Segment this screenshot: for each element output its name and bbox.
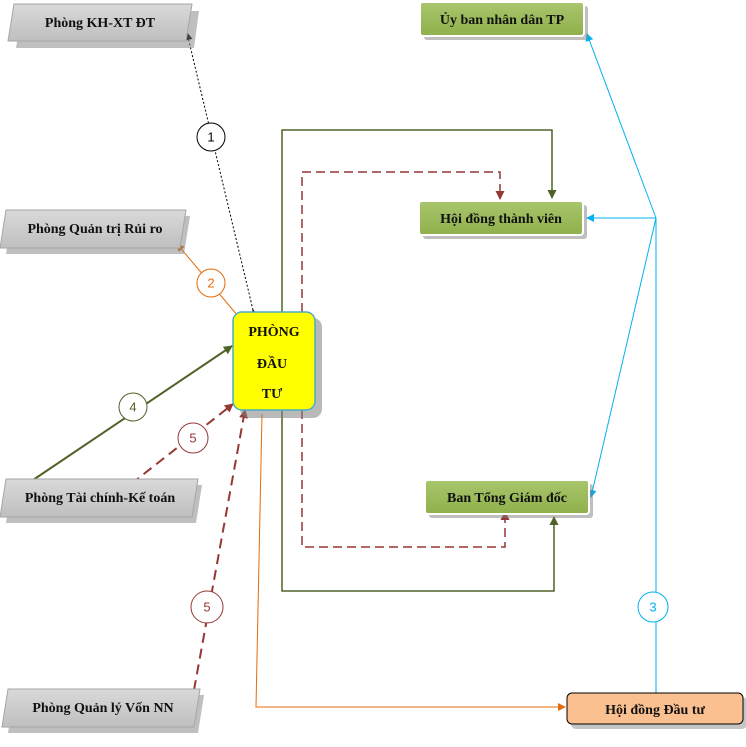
node-phong-dau-tu-line-3: TƯ [262,387,283,402]
node-phong-quan-tri-rui-ro[interactable]: Phòng Quản trị Rủi ro [0,209,190,254]
node-hoi-dong-thanh-vien[interactable]: Hội đồng thành viên [418,200,587,239]
node-phong-tai-chinh-ke-toan[interactable]: Phòng Tài chính-Kế toán [0,478,202,523]
node-uy-ban-nhan-dan-tp[interactable]: Ủy ban nhân dân TP [419,1,588,40]
node-uy-ban-nhan-dan-tp-label: Ủy ban nhân dân TP [440,11,565,28]
node-hoi-dong-dau-tu-label: Hội đồng Đầu tư [605,703,705,718]
flow-number-4: 4 [118,392,148,422]
flow-number-3-label: 3 [649,600,656,615]
node-phong-quan-ly-von-nn[interactable]: Phòng Quản lý Vốn NN [1,688,204,733]
flow-number-2: 2 [196,268,226,298]
flow-number-3: 3 [637,591,669,623]
flow-number-5b: 5 [190,590,224,624]
flow-number-2-label: 2 [207,276,214,291]
flow-number-5b-label: 5 [203,600,210,615]
node-phong-kh-xt-dt[interactable]: Phòng KH-XT ĐT [7,3,199,48]
node-hoi-dong-thanh-vien-label: Hội đồng thành viên [440,212,562,227]
olive-to-hoi-dong-thanh-vien [281,129,557,312]
node-ban-tong-giam-doc-label: Ban Tổng Giám đốc [447,491,567,506]
flow-number-5a-label: 5 [189,431,196,446]
dashed-to-ban-tong-giam-doc [301,410,510,548]
node-phong-dau-tu[interactable]: PHÒNG ĐẦU TƯ [232,311,322,418]
olive-to-ban-tong-giam-doc [281,410,559,592]
blue-to-ban-tong-giam-doc [588,217,657,498]
node-phong-quan-tri-rui-ro-label: Phòng Quản trị Rủi ro [27,222,162,237]
node-phong-quan-ly-von-nn-label: Phòng Quản lý Vốn NN [32,701,173,716]
flow-number-1: 1 [196,122,226,152]
node-hoi-dong-dau-tu[interactable]: Hội đồng Đầu tư [566,692,746,729]
flow-number-1-label: 1 [207,130,214,145]
node-phong-tai-chinh-ke-toan-label: Phòng Tài chính-Kế toán [25,491,175,506]
orange-to-hoi-dong-dau-tu [255,413,566,711]
node-phong-kh-xt-dt-label: Phòng KH-XT ĐT [45,16,156,31]
flow-number-4-label: 4 [129,400,136,415]
node-phong-dau-tu-line-2: ĐẦU [257,355,287,372]
blue-to-uy-ban [585,33,657,219]
connectors [23,32,657,711]
flow-5b-connector [188,409,248,699]
node-ban-tong-giam-doc[interactable]: Ban Tổng Giám đốc [424,479,593,518]
flow-1-connector [184,32,259,318]
node-phong-dau-tu-line-1: PHÒNG [248,323,299,340]
flow-number-5a: 5 [177,422,209,454]
dashed-to-hoi-dong-thanh-vien [301,171,505,312]
